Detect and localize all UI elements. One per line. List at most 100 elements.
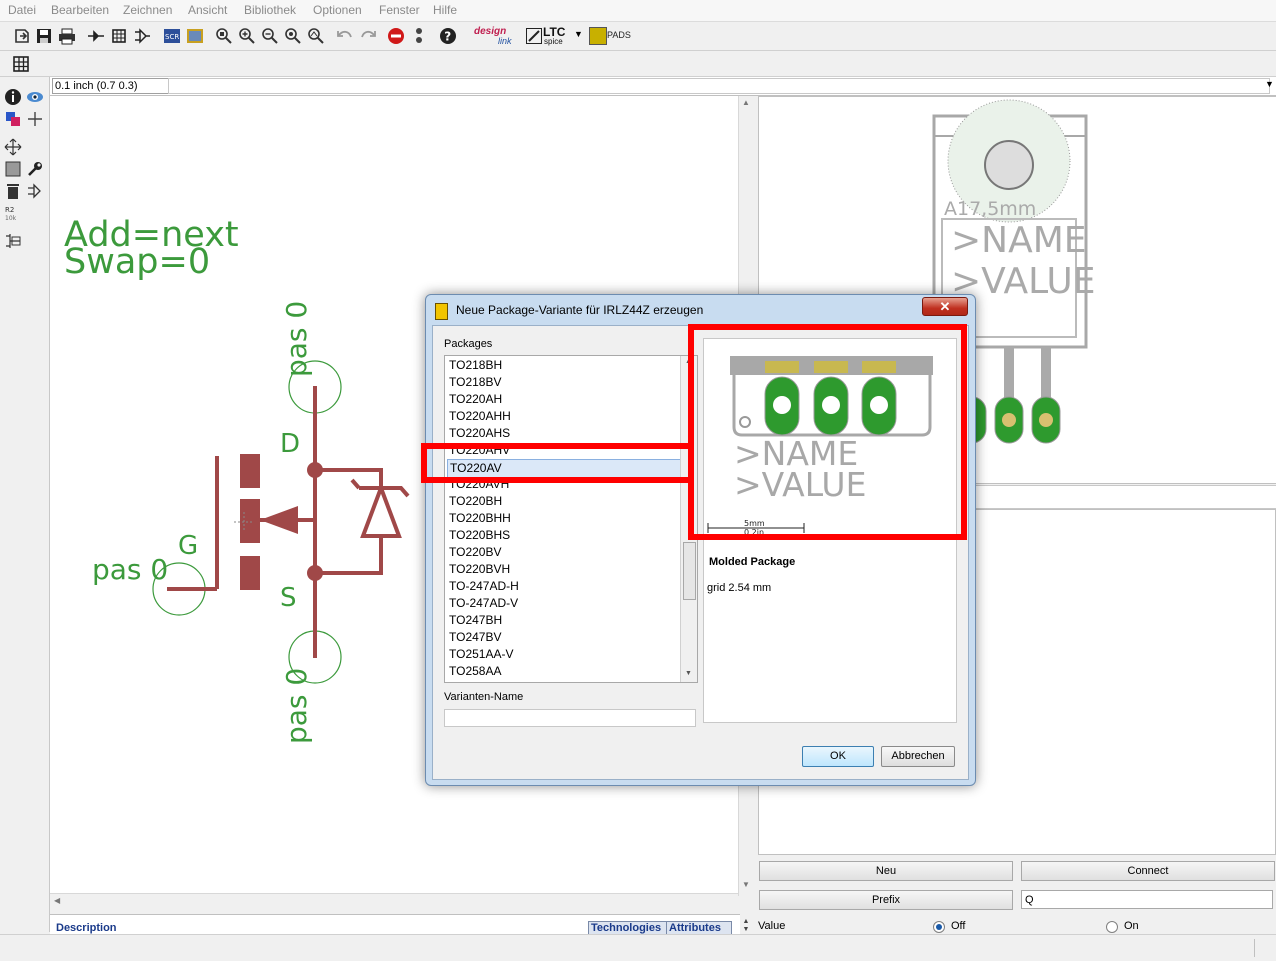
list-item[interactable]: TO-247AD-V [449, 596, 519, 610]
redo-icon[interactable] [358, 26, 378, 46]
variant-name-input[interactable] [444, 709, 696, 727]
menu-optionen[interactable]: Optionen [313, 3, 362, 17]
menu-bearbeiten[interactable]: Bearbeiten [51, 3, 110, 17]
list-item[interactable]: TO220AHS [449, 426, 511, 440]
wrench-icon[interactable] [26, 160, 44, 178]
list-item[interactable]: TO247BH [449, 613, 503, 627]
new-button[interactable]: Neu [759, 861, 1013, 881]
add-text: Add=next [64, 215, 239, 255]
zoom-redraw-icon[interactable] [283, 26, 303, 46]
zoom-out-icon[interactable] [260, 26, 280, 46]
eye-icon[interactable] [26, 88, 44, 106]
chevron-down-icon[interactable]: ▼ [574, 29, 583, 39]
menu-fenster[interactable]: Fenster [379, 3, 420, 17]
chevron-down-icon[interactable]: ▼ [1265, 79, 1274, 89]
menu-bibliothek[interactable]: Bibliothek [244, 3, 297, 17]
svg-text:10k: 10k [5, 215, 17, 222]
delete-icon[interactable] [4, 182, 22, 200]
mosfet-channel [240, 454, 323, 590]
go-icon[interactable] [409, 26, 429, 46]
list-item[interactable]: TO220BHH [449, 511, 511, 525]
designlink-button[interactable]: design link [472, 25, 518, 47]
zoom-fit-icon[interactable] [214, 26, 234, 46]
group-icon[interactable] [4, 160, 22, 178]
list-item[interactable]: TO220BHS [449, 528, 511, 542]
cam-icon[interactable] [86, 26, 106, 46]
command-input[interactable] [168, 78, 1270, 94]
ulp-icon[interactable] [185, 26, 205, 46]
splitter-arrows-icon[interactable]: ▲▼ [742, 918, 750, 933]
list-item[interactable]: TO220AHH [449, 409, 511, 423]
list-item[interactable]: TO220BV [449, 545, 502, 559]
svg-text:SCR: SCR [165, 33, 179, 41]
connect-button[interactable]: Connect [1021, 861, 1275, 881]
tab-description[interactable]: Description [56, 922, 117, 934]
crosshair-cursor [234, 512, 254, 532]
highlight-selected-package [421, 443, 694, 483]
script-icon[interactable]: SCR [162, 26, 182, 46]
value-label: Value [758, 920, 786, 932]
menu-bar: Datei Bearbeiten Zeichnen Ansicht Biblio… [0, 0, 1276, 22]
zoom-in-icon[interactable] [237, 26, 257, 46]
list-item[interactable]: TO220BVH [449, 562, 511, 576]
list-item[interactable]: TO247BV [449, 630, 502, 644]
svg-text:R2: R2 [5, 206, 14, 214]
packages-list[interactable]: TO218BH TO218BV TO220AH TO220AHH TO220AH… [444, 355, 698, 683]
stop-icon[interactable] [386, 26, 406, 46]
list-item[interactable]: TO258AA [449, 664, 502, 678]
attribute-icon[interactable] [4, 232, 22, 250]
menu-datei[interactable]: Datei [8, 3, 37, 17]
menu-hilfe[interactable]: Hilfe [433, 3, 458, 17]
ltc-label: LTC [543, 25, 566, 39]
menu-ansicht[interactable]: Ansicht [188, 3, 228, 17]
open-icon[interactable] [12, 26, 32, 46]
help-icon[interactable]: ? [438, 26, 458, 46]
package-value-text: >VALUE [951, 261, 1095, 302]
list-item[interactable]: TO220BH [449, 494, 503, 508]
zoom-select-icon[interactable] [306, 26, 326, 46]
ltc-sub: spice [544, 37, 563, 46]
main-toolbar: SCR ? design link LTC spice ▼ PADS [0, 22, 1276, 51]
save-icon[interactable] [34, 26, 54, 46]
pads-button[interactable]: PADS [589, 27, 633, 45]
layer-icon[interactable] [4, 110, 22, 128]
ltspice-button[interactable]: LTC spice ▼ [524, 25, 584, 47]
canvas-horizontal-scrollbar[interactable]: ◀ [50, 893, 738, 910]
print-icon[interactable] [57, 26, 77, 46]
value-off-label: Off [951, 920, 966, 932]
list-item[interactable]: TO-247AD-H [449, 579, 519, 593]
value-on-radio[interactable] [1106, 921, 1118, 933]
secondary-toolbar [0, 51, 1276, 77]
pin-source-label: pas 0 [280, 668, 313, 744]
menu-zeichnen[interactable]: Zeichnen [123, 3, 173, 17]
bottom-tabs: Description Technologies Attributes [50, 914, 740, 936]
board-icon[interactable] [109, 26, 129, 46]
package-name-text: >NAME [951, 220, 1087, 261]
footprint-tabs [765, 361, 896, 373]
list-item-selected[interactable]: TO220AV [447, 459, 681, 478]
pin-icon[interactable] [26, 182, 44, 200]
pin-drain-label: pas 0 [280, 301, 313, 377]
preview-value-text: >VALUE [734, 465, 866, 504]
list-item[interactable]: TO218BH [449, 358, 503, 372]
prefix-input[interactable]: Q [1021, 890, 1273, 909]
coordinate-bar: 0.1 inch (0.7 0.3) ▼ [50, 77, 1276, 96]
close-icon[interactable]: ✕ [922, 297, 968, 316]
ok-button[interactable]: OK [802, 746, 874, 767]
dialog-app-icon [435, 303, 448, 320]
list-item[interactable]: TO218BV [449, 375, 502, 389]
move-icon[interactable] [4, 138, 22, 156]
prefix-button[interactable]: Prefix [759, 890, 1013, 910]
value-off-radio[interactable] [933, 921, 945, 933]
schematic-icon[interactable] [132, 26, 152, 46]
grid-icon[interactable] [11, 54, 31, 74]
cancel-button[interactable]: Abbrechen [881, 746, 955, 767]
info-icon[interactable] [4, 88, 22, 106]
mark-icon[interactable] [26, 110, 44, 128]
list-item[interactable]: TO251AA-V [449, 647, 514, 661]
list-item[interactable]: TO220AH [449, 392, 503, 406]
designlink-label: design [474, 26, 507, 37]
scrollbar-thumb[interactable] [683, 542, 696, 600]
undo-icon[interactable] [335, 26, 355, 46]
